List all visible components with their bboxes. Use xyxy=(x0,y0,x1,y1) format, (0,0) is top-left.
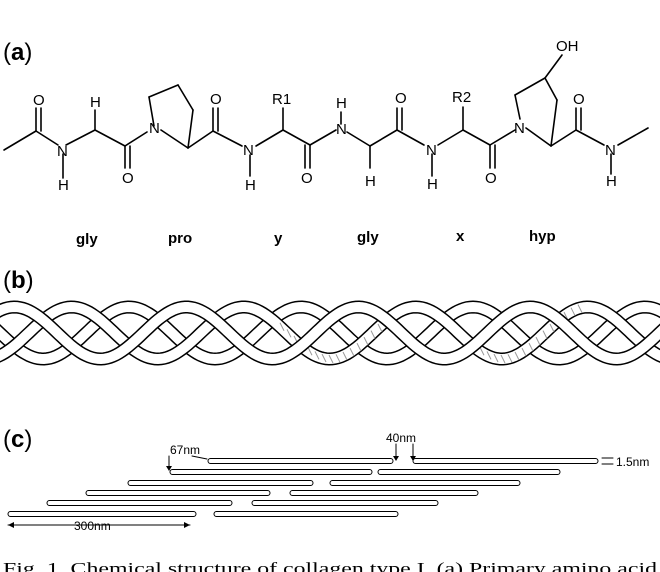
collagen-molecule-rod xyxy=(213,511,399,517)
atom-n: N xyxy=(243,142,254,159)
collagen-molecule-rod xyxy=(329,480,521,486)
collagen-molecule-rod xyxy=(85,490,271,496)
panel-label-a: (a) xyxy=(3,39,32,66)
atom-h: H xyxy=(427,176,438,193)
collagen-molecule-rod xyxy=(289,490,479,496)
atom-h: H xyxy=(606,173,617,190)
atom-oh: OH xyxy=(556,38,579,55)
panel-label-a-close: ) xyxy=(24,39,32,66)
triple-helix xyxy=(0,300,660,366)
atom-h: H xyxy=(365,173,376,190)
atom-n: N xyxy=(149,120,160,137)
atom-o: O xyxy=(210,91,222,108)
gap-label: 67nm xyxy=(170,443,200,457)
residue-label-gly: gly xyxy=(76,231,98,248)
figure-caption: Fig. 1. Chemical structure of collagen t… xyxy=(3,559,658,572)
panel-label-b-open: ( xyxy=(3,267,11,294)
atom-o: O xyxy=(301,170,313,187)
atom-o: O xyxy=(573,91,585,108)
panel-label-c-close: ) xyxy=(24,426,32,453)
residue-label-gly: gly xyxy=(357,229,379,246)
collagen-molecule-rod xyxy=(7,511,197,517)
atom-h: H xyxy=(245,177,256,194)
peptide-bonds xyxy=(3,54,649,179)
panel-label-c: (c) xyxy=(3,426,32,453)
atom-h: H xyxy=(90,94,101,111)
panel-label-a-letter: a xyxy=(11,39,25,66)
atom-n: N xyxy=(514,120,525,137)
atom-o: O xyxy=(485,170,497,187)
panel-label-b-close: ) xyxy=(26,267,34,294)
residue-label-y: y xyxy=(274,230,283,247)
atom-n: N xyxy=(426,142,437,159)
atom-n: N xyxy=(57,143,68,160)
collagen-molecule-rod xyxy=(46,500,233,506)
residue-labels: gly pro y gly x hyp xyxy=(76,228,556,248)
atom-r1: R1 xyxy=(272,91,291,108)
collagen-molecule-rod xyxy=(169,469,373,475)
atom-labels: O N H H O N O N H R1 O H N H O N H R2 O … xyxy=(33,38,617,194)
atom-o: O xyxy=(395,90,407,107)
atom-h: H xyxy=(58,177,69,194)
atom-n: N xyxy=(605,142,616,159)
dimension-annotations xyxy=(7,443,614,528)
residue-label-hyp: hyp xyxy=(529,228,556,245)
panel-label-b-letter: b xyxy=(11,267,26,294)
atom-h: H xyxy=(336,95,347,112)
atom-n: N xyxy=(336,121,347,138)
molecule-rods xyxy=(7,458,599,517)
collagen-molecule-rod xyxy=(127,480,314,486)
collagen-molecule-rod xyxy=(207,458,394,464)
collagen-molecule-rod xyxy=(412,458,599,464)
overlap-label: 40nm xyxy=(386,431,416,445)
panel-label-c-letter: c xyxy=(11,426,24,453)
length-label: 300nm xyxy=(74,519,111,533)
atom-r2: R2 xyxy=(452,89,471,106)
residue-label-x: x xyxy=(456,228,465,245)
helix-strand xyxy=(0,301,660,365)
residue-label-pro: pro xyxy=(168,230,192,247)
collagen-molecule-rod xyxy=(251,500,439,506)
panel-label-c-open: ( xyxy=(3,426,11,453)
panel-label-a-open: ( xyxy=(3,39,11,66)
atom-o: O xyxy=(33,92,45,109)
atom-o: O xyxy=(122,170,134,187)
panel-label-b: (b) xyxy=(3,267,34,294)
width-label: 1.5nm xyxy=(616,455,649,469)
collagen-molecule-rod xyxy=(377,469,561,475)
